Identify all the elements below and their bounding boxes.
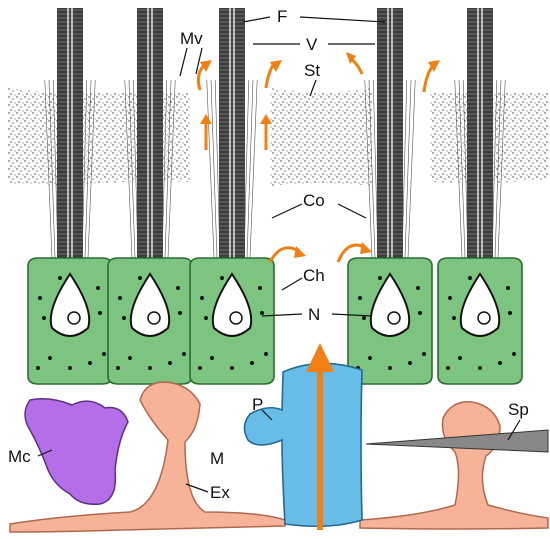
label-St: St xyxy=(304,61,320,80)
water-flow-arrowhead xyxy=(306,343,334,372)
label-Mc: Mc xyxy=(8,447,31,466)
label-N: N xyxy=(308,305,320,324)
choanocyte-3 xyxy=(189,8,275,385)
label-V: V xyxy=(306,35,318,54)
label-Co: Co xyxy=(303,191,325,210)
choanocyte-units xyxy=(27,8,523,385)
porocyte xyxy=(243,362,363,528)
label-Ex: Ex xyxy=(210,483,230,502)
label-Ch: Ch xyxy=(303,266,325,285)
nucleolus-3 xyxy=(229,311,243,325)
nucleolus-1 xyxy=(67,311,81,325)
nucleolus-2 xyxy=(147,311,161,325)
flagellum-2 xyxy=(137,8,163,258)
choanocyte-2 xyxy=(107,8,193,385)
flow-arrows-small xyxy=(196,52,440,263)
label-Sp: Sp xyxy=(508,400,529,419)
choanocyte-4 xyxy=(347,8,433,385)
nucleolus-5 xyxy=(477,311,491,325)
label-P: P xyxy=(252,395,263,414)
spicule xyxy=(365,429,549,453)
exopinacocyte-base xyxy=(9,381,286,533)
flagellum-3 xyxy=(219,8,245,258)
label-Mv: Mv xyxy=(180,29,203,48)
label-F: F xyxy=(277,7,287,26)
flagellum-1 xyxy=(57,8,83,258)
flagellum-4 xyxy=(377,8,403,258)
choanocyte-1 xyxy=(27,8,113,385)
nucleolus-4 xyxy=(387,311,401,325)
choanocyte-5 xyxy=(437,8,523,385)
leader-lines xyxy=(37,16,521,493)
flagellum-5 xyxy=(467,8,493,258)
exopinacocyte-right xyxy=(359,401,549,530)
mesohyl-cell xyxy=(24,398,129,506)
label-M: M xyxy=(210,449,224,468)
stipple-band-middle xyxy=(270,88,372,186)
